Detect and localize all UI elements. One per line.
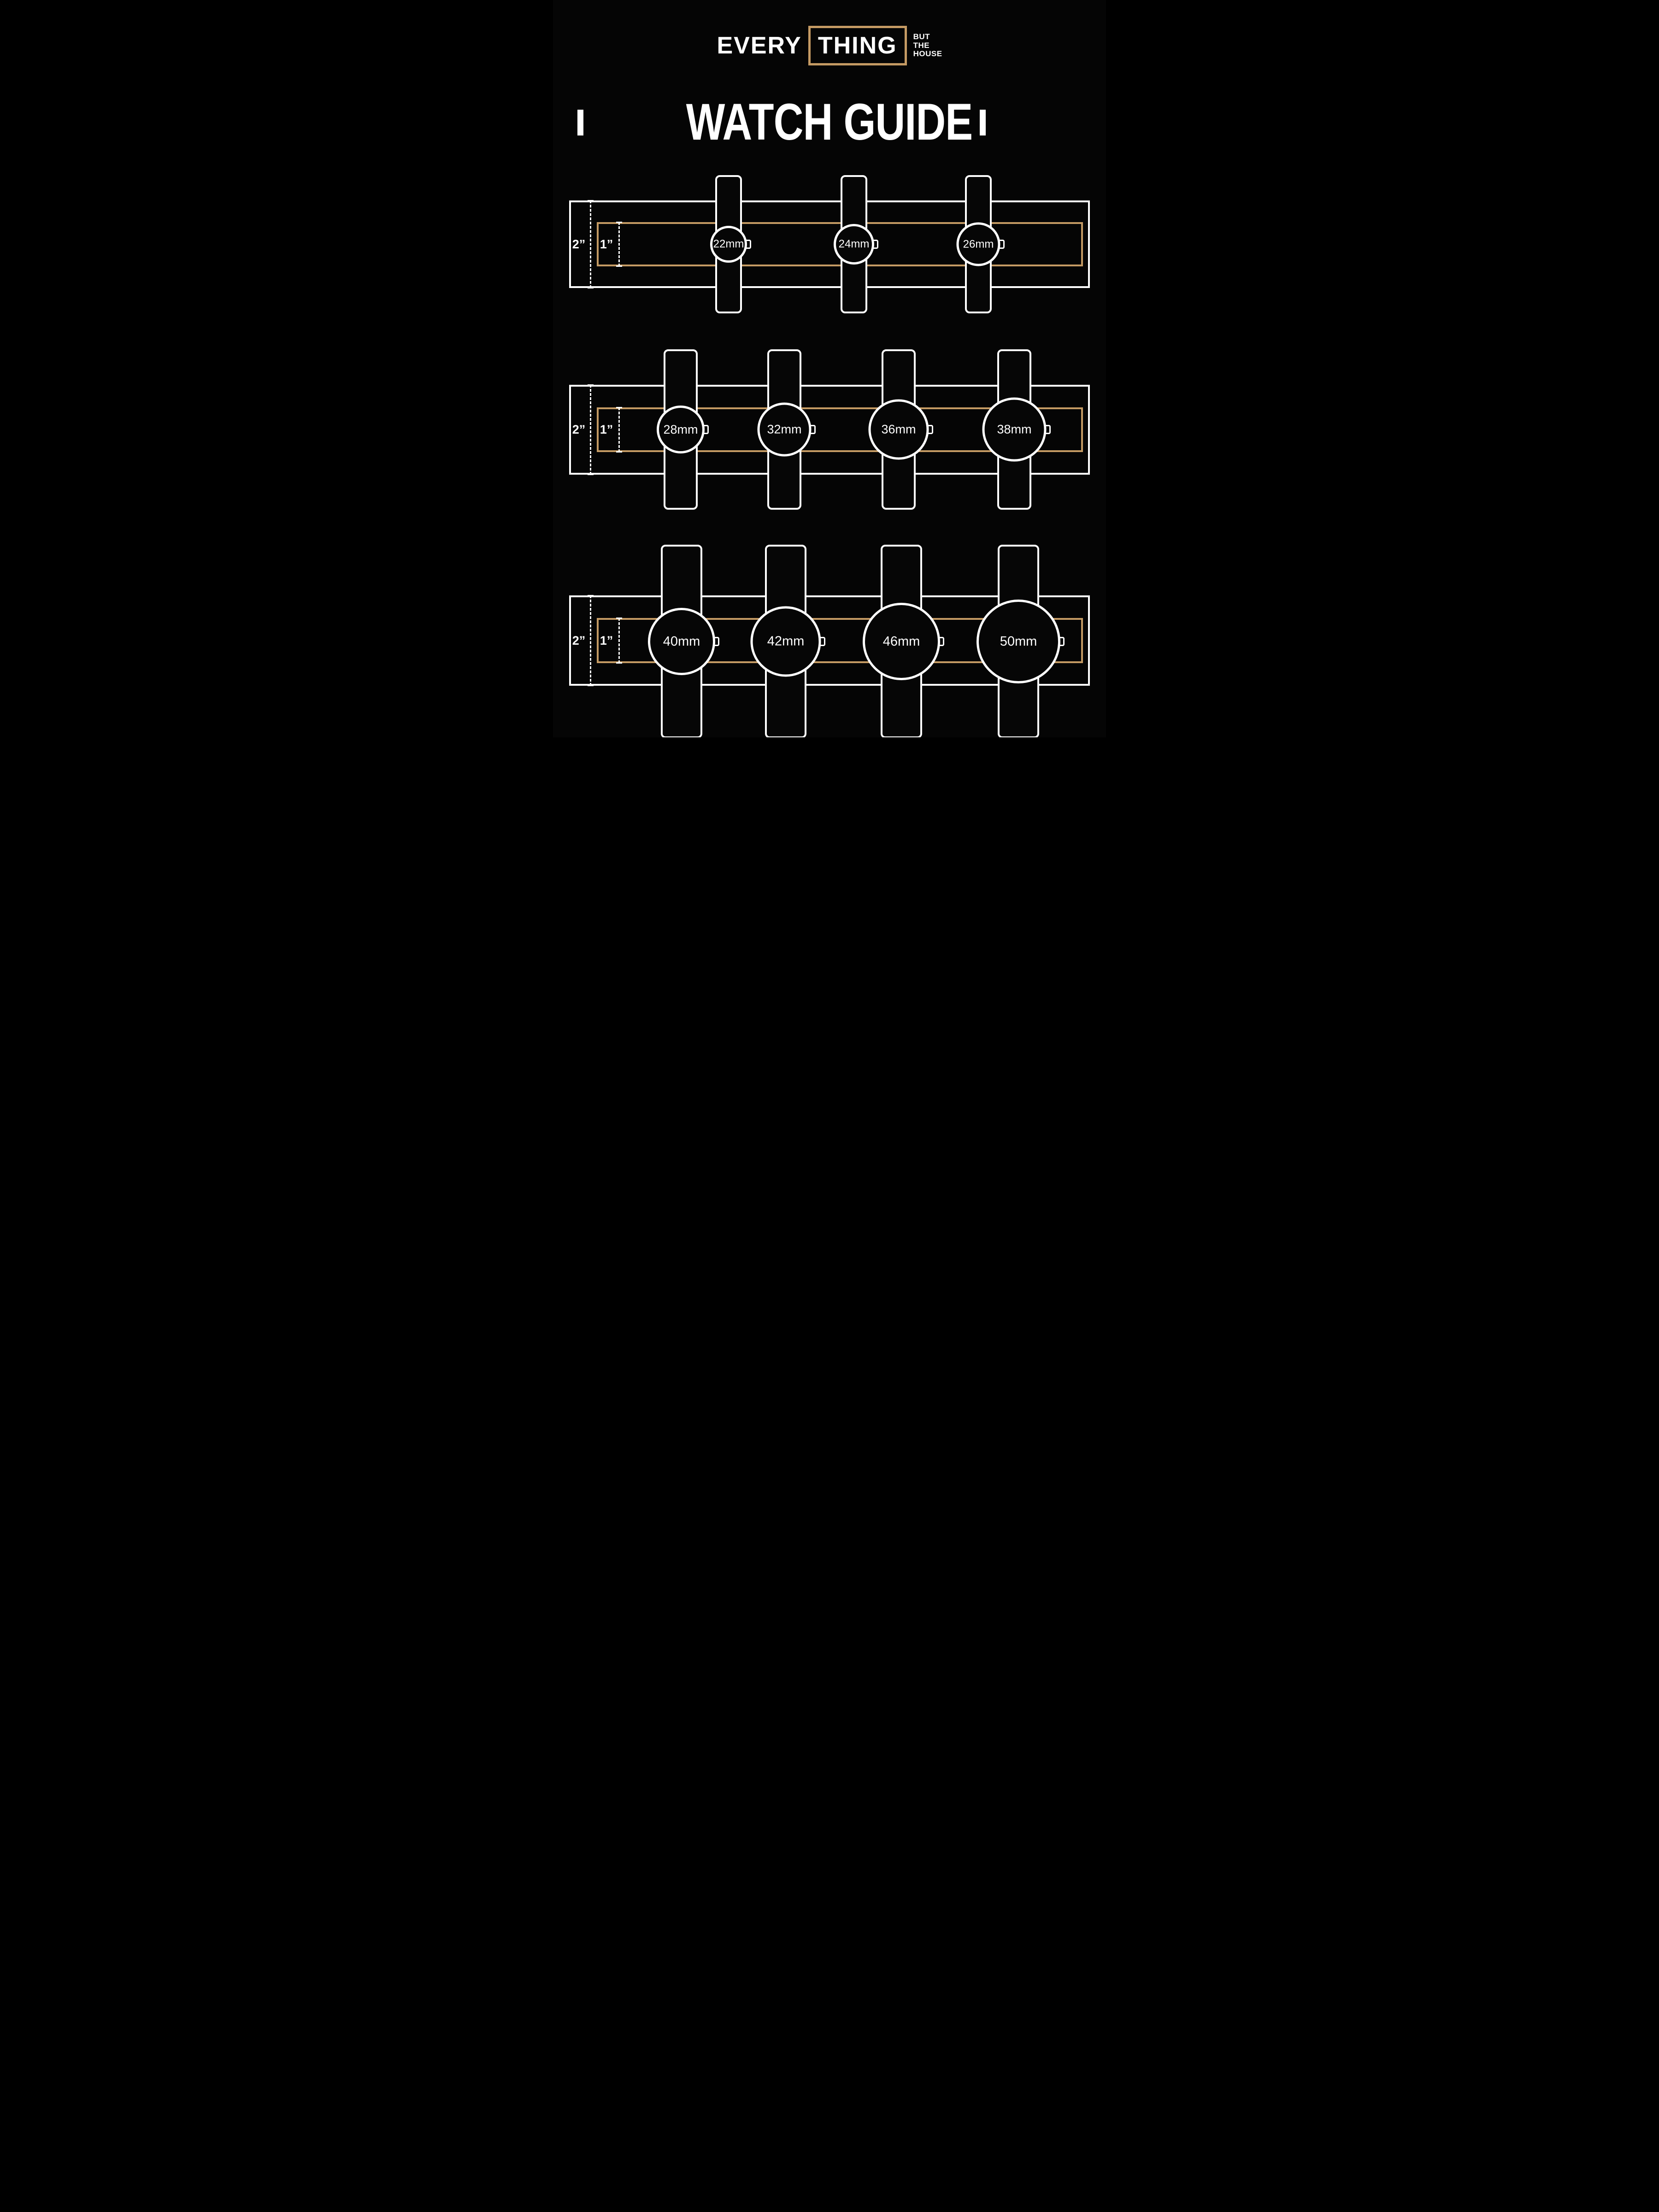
dimension-line-2in — [588, 200, 594, 288]
one-inch-band — [597, 407, 1083, 452]
page-title-text: WATCH GUIDE — [686, 93, 973, 151]
brand-tagline-line: BUT — [913, 32, 930, 41]
dimension-label-2in: 2” — [572, 423, 586, 436]
watch-case: 42mm — [750, 606, 821, 677]
dimension-label-2in: 2” — [572, 237, 586, 251]
one-inch-band — [597, 618, 1083, 663]
watch-size-label: 22mm — [713, 238, 744, 250]
dimension-line-2in — [588, 384, 594, 475]
decorative-mark-left — [577, 110, 583, 135]
brand-word-thing-boxed: THING — [808, 26, 907, 65]
one-inch-band — [597, 222, 1083, 266]
brand-tagline: BUT THE HOUSE — [913, 32, 942, 59]
watch-size-label: 36mm — [881, 422, 916, 436]
watch-size-label: 26mm — [963, 238, 994, 250]
watch-size-label: 28mm — [663, 422, 698, 436]
brand-word-every: EVERY — [717, 32, 802, 59]
watch-size-label: 50mm — [1000, 634, 1037, 649]
watch-case: 40mm — [648, 608, 715, 675]
watch-size-label: 42mm — [767, 634, 805, 649]
dimension-label-1in: 1” — [600, 237, 613, 251]
watch-size-label: 32mm — [767, 422, 802, 436]
dimension-label-1in: 1” — [600, 634, 613, 647]
watch-case: 22mm — [710, 226, 747, 263]
brand-tagline-line: HOUSE — [913, 49, 942, 59]
watch-size-label: 40mm — [663, 634, 700, 649]
dimension-line-2in — [588, 595, 594, 686]
page-title: WATCH GUIDE — [553, 92, 1106, 152]
brand-logo: EVERY THING BUT THE HOUSE — [553, 26, 1106, 65]
watch-case: 38mm — [982, 397, 1047, 462]
watch-case: 24mm — [834, 224, 874, 265]
decorative-mark-right — [980, 110, 986, 135]
watch-case: 46mm — [863, 603, 940, 680]
dimension-line-1in — [616, 222, 622, 267]
two-inch-band — [569, 385, 1090, 475]
dimension-line-1in — [616, 618, 622, 664]
watch-size-label: 38mm — [997, 422, 1032, 436]
watch-case: 32mm — [757, 402, 812, 457]
watch-size-label: 46mm — [882, 634, 920, 649]
two-inch-band — [569, 595, 1090, 686]
watch-case: 36mm — [868, 399, 929, 460]
dimension-line-1in — [616, 407, 622, 453]
dimension-label-1in: 1” — [600, 423, 613, 436]
watch-size-label: 24mm — [838, 238, 870, 250]
two-inch-band — [569, 200, 1090, 288]
brand-tagline-line: THE — [913, 41, 930, 50]
dimension-label-2in: 2” — [572, 634, 586, 647]
watch-case: 28mm — [657, 406, 705, 453]
watch-guide-infographic: EVERY THING BUT THE HOUSE WATCH GUIDE 2”… — [553, 0, 1106, 737]
watch-case: 26mm — [956, 222, 1000, 266]
watch-case: 50mm — [977, 600, 1060, 683]
